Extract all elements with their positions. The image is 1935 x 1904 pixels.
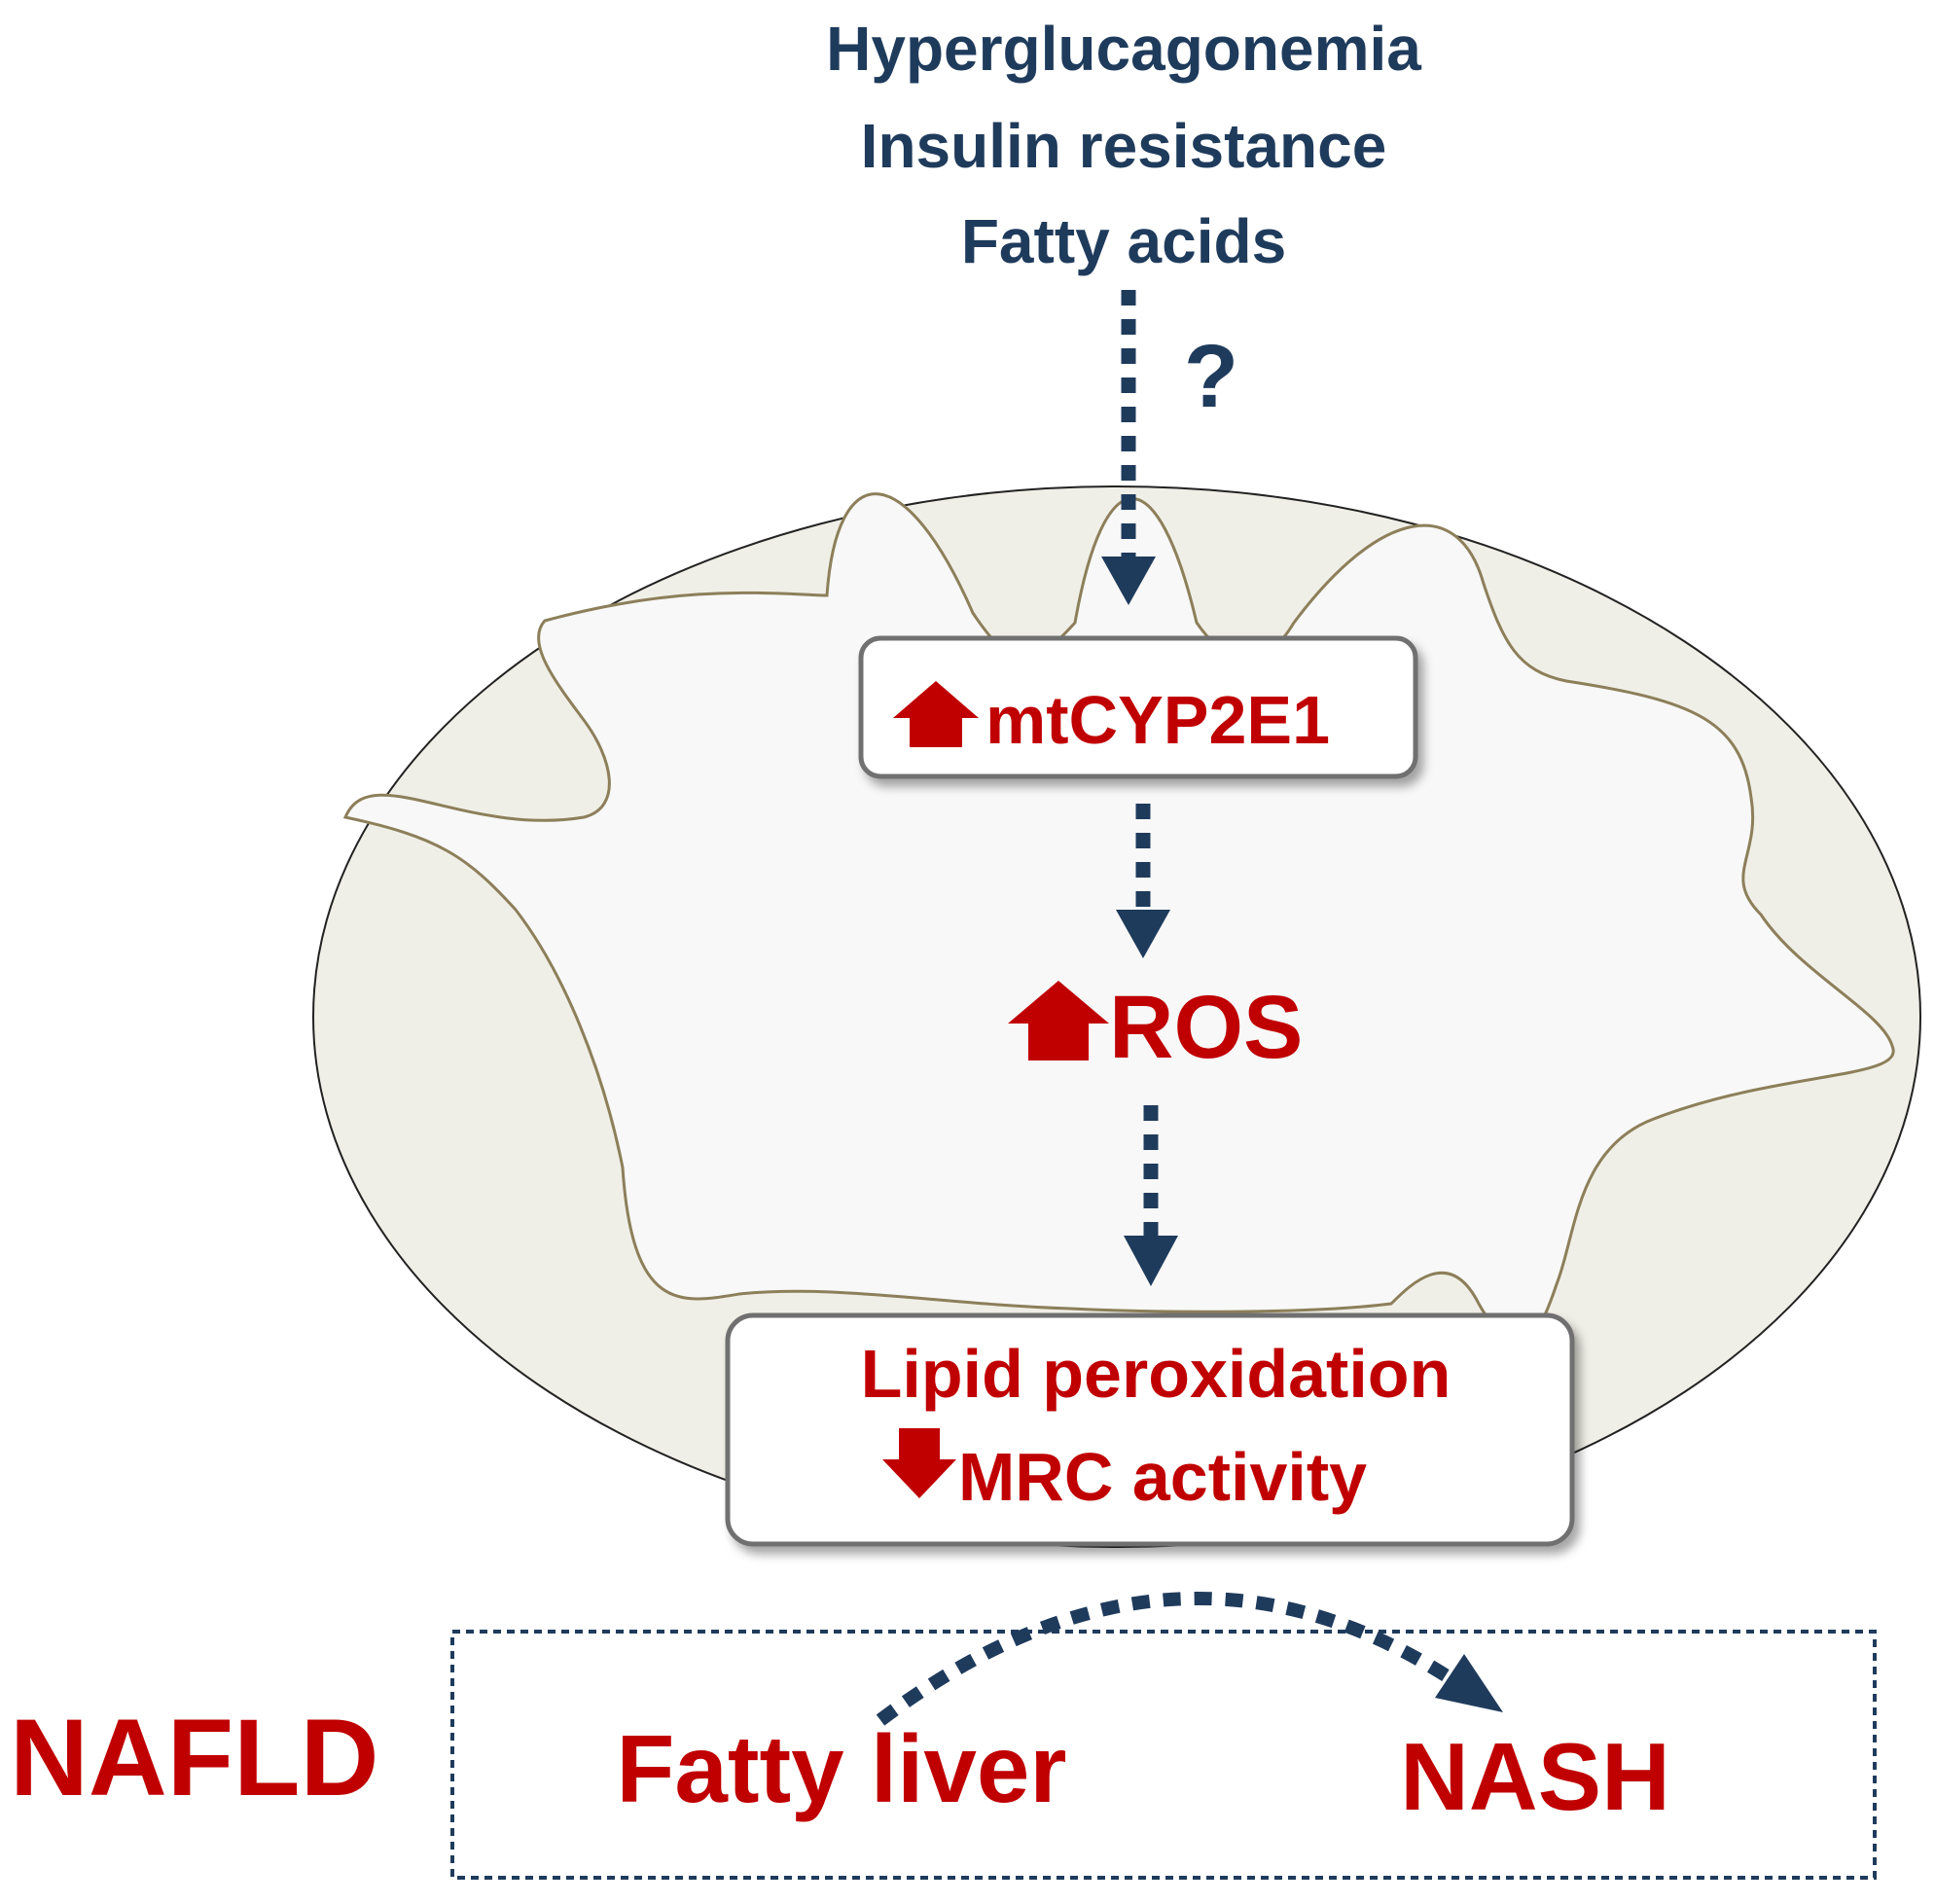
lipid-peroxidation-label: Lipid peroxidation [861,1336,1451,1412]
down-arrow-icon [882,1428,956,1498]
factor-fatty-acids: Fatty acids [961,206,1286,276]
stage-fatty-liver: Fatty liver [617,1715,1067,1822]
up-arrow-icon [1008,981,1109,1060]
ros-label: ROS [1109,978,1303,1077]
arrowhead-ros-to-outcome [1124,1236,1178,1286]
curved-arrow-fatty-liver-to-nash [876,1591,1484,1726]
mrc-activity-label: MRC activity [958,1439,1367,1515]
upstream-factors: Hyperglucagonemia Insulin resistance Fat… [826,14,1421,276]
up-arrow-icon [893,681,979,747]
outcome-box: Lipid peroxidation MRC activity [725,1312,1575,1547]
nafld-label: NAFLD [10,1697,378,1818]
stage-nash: NASH [1400,1723,1670,1830]
factor-hyperglucagonemia: Hyperglucagonemia [826,14,1421,84]
ros-node: ROS [1008,978,1303,1077]
arrowhead-factors-to-mtcyp2e1 [1101,557,1156,605]
mtcyp2e1-label: mtCYP2E1 [985,682,1330,758]
factor-insulin-resistance: Insulin resistance [861,111,1387,181]
nafld-dotted-frame [450,1630,1877,1880]
arrowhead-fatty-liver-to-nash [1435,1654,1503,1712]
arrowhead-mtcyp2e1-to-ros [1116,910,1170,958]
nafld-progression-box: Fatty liver NASH [450,1591,1877,1880]
mtcyp2e1-box: mtCYP2E1 [858,635,1418,779]
mitochondrion-inner-membrane-cristae [342,492,1895,1345]
unknown-mechanism-question-mark: ? [1184,327,1238,426]
mitochondrion [312,485,1921,1548]
